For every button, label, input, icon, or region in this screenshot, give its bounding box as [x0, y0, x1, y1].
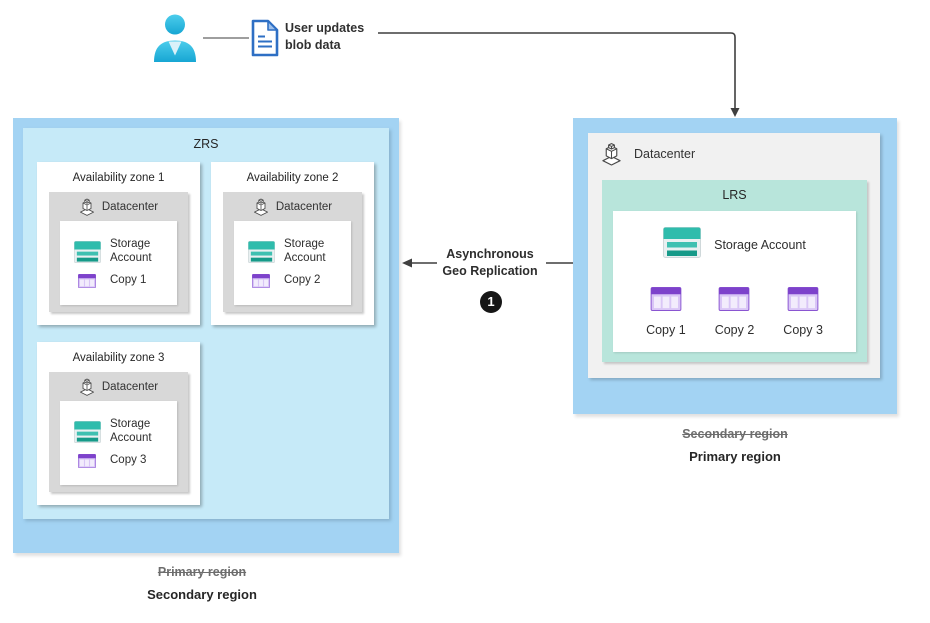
availability-zone-1: Availability zone 1 Datacenter Storage A… [37, 162, 200, 325]
storage-account-row: Storage Account [73, 418, 177, 445]
lrs-card: Storage Account Copy 1 Copy 2 [613, 211, 856, 352]
geo-replication-label: Asynchronous Geo Replication [425, 246, 555, 279]
primary-region-box: Datacenter LRS Storage Account Copy 1 [573, 118, 897, 414]
datacenter-icon [601, 141, 622, 167]
storage-account-icon [247, 240, 275, 263]
copies-row: Copy 1 Copy 2 Copy 3 [613, 287, 856, 337]
datacenter-label: Datacenter [101, 201, 159, 213]
copy-3: Copy 3 [783, 287, 823, 337]
storage-account-label: Storage Account [714, 238, 806, 252]
datacenter-header: Datacenter [223, 194, 362, 220]
current-region-label: Secondary region [147, 587, 257, 602]
storage-account-icon [663, 227, 702, 263]
step-1-badge: 1 [480, 291, 502, 313]
zone-title: Availability zone 2 [246, 172, 339, 184]
datacenter-icon [79, 197, 95, 217]
copy-1: Copy 1 [646, 287, 686, 337]
storage-account-icon [73, 240, 101, 263]
copy-label: Copy 3 [783, 323, 823, 337]
copy-label: Copy 2 [714, 323, 755, 337]
storage-account-row: Storage Account [613, 227, 856, 263]
copy-table-icon [718, 287, 750, 316]
datacenter-panel-right: Datacenter LRS Storage Account Copy 1 [588, 133, 880, 378]
datacenter-panel: Datacenter Storage Account Copy 1 [49, 192, 188, 312]
datacenter-header: Datacenter [49, 194, 188, 220]
storage-account-label: Storage Account [110, 418, 152, 444]
copy-label: Copy 1 [646, 323, 686, 337]
storage-account-icon [73, 420, 101, 443]
availability-zone-2: Availability zone 2 Datacenter Storage A… [211, 162, 374, 325]
old-region-label: Primary region [157, 565, 247, 579]
datacenter-panel: Datacenter Storage Account Copy 2 [223, 192, 362, 312]
copy-table-icon [247, 274, 275, 288]
datacenter-icon [253, 197, 269, 217]
geo-replication-line1: Asynchronous [446, 247, 534, 261]
zrs-label: ZRS [193, 137, 219, 151]
datacenter-panel: Datacenter Storage Account Copy 3 [49, 372, 188, 492]
copy-row: Copy 2 [247, 274, 351, 288]
resource-card: Storage Account Copy 2 [234, 221, 351, 305]
blob-document-icon [251, 19, 279, 57]
left-region-labels: Primary region Secondary region [102, 564, 302, 603]
resource-card: Storage Account Copy 1 [60, 221, 177, 305]
resource-card: Storage Account Copy 3 [60, 401, 177, 485]
datacenter-label: Datacenter [634, 147, 696, 161]
datacenter-label: Datacenter [101, 381, 159, 393]
availability-zone-3: Availability zone 3 Datacenter Storage A… [37, 342, 200, 505]
copy-label: Copy 3 [110, 454, 147, 467]
datacenter-label: Datacenter [275, 201, 333, 213]
old-region-label: Secondary region [682, 427, 788, 441]
user-icon [149, 13, 201, 62]
copy-label: Copy 1 [110, 274, 147, 287]
copy-table-icon [650, 287, 682, 316]
datacenter-header: Datacenter [49, 374, 188, 400]
copy-row: Copy 1 [73, 274, 177, 288]
copy-table-icon [73, 274, 101, 288]
copy-label: Copy 2 [284, 274, 321, 287]
copy-table-icon [73, 454, 101, 468]
zone-title: Availability zone 3 [72, 352, 165, 364]
zone-title: Availability zone 1 [72, 172, 165, 184]
right-region-labels: Secondary region Primary region [635, 426, 835, 465]
update-flow-line [378, 32, 736, 109]
datacenter-icon [79, 377, 95, 397]
lrs-label: LRS [722, 188, 747, 202]
storage-account-row: Storage Account [73, 238, 177, 265]
geo-replication-line2: Geo Replication [442, 263, 538, 278]
datacenter-header: Datacenter [601, 141, 695, 167]
copy-row: Copy 3 [73, 454, 177, 468]
storage-account-label: Storage Account [110, 238, 152, 264]
copy-2: Copy 2 [714, 287, 755, 337]
current-region-label: Primary region [689, 449, 781, 464]
storage-account-row: Storage Account [247, 238, 351, 265]
down-arrowhead-icon [730, 108, 740, 117]
storage-account-label: Storage Account [284, 238, 326, 264]
user-action-label: User updates blob data [285, 21, 365, 52]
left-arrowhead-icon [402, 258, 412, 268]
copy-table-icon [787, 287, 819, 316]
lrs-container: LRS Storage Account Copy 1 Copy 2 [602, 180, 867, 362]
